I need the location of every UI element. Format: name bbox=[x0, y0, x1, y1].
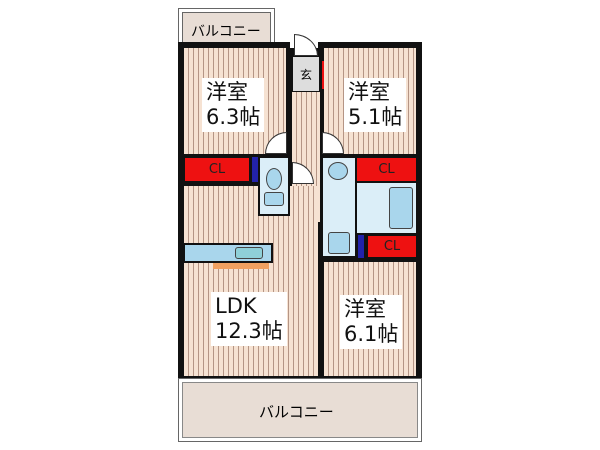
entrance-door[interactable] bbox=[294, 34, 318, 56]
toilet-icon bbox=[266, 168, 282, 190]
storage-strip bbox=[252, 157, 258, 182]
washroom bbox=[321, 156, 357, 258]
kitchen-counter bbox=[183, 243, 273, 263]
balcony-top-label: バルコニー bbox=[191, 24, 261, 40]
balcony-bottom-label: バルコニー bbox=[259, 403, 334, 421]
kitchen-cabinet bbox=[213, 263, 269, 269]
entrance-label: 玄 bbox=[299, 67, 312, 82]
closet-2: CL bbox=[355, 156, 418, 183]
sink-icon bbox=[328, 162, 348, 180]
balcony-top: バルコニー bbox=[178, 8, 275, 44]
kitchen-sink-icon bbox=[235, 247, 263, 259]
closet-1: CL bbox=[183, 156, 251, 183]
washer-icon bbox=[328, 232, 350, 254]
balcony-bottom: バルコニー bbox=[178, 378, 422, 442]
bathroom bbox=[355, 181, 418, 235]
entrance-area: 玄 bbox=[293, 57, 319, 91]
toilet bbox=[258, 156, 290, 216]
closet-3: CL bbox=[366, 234, 418, 259]
room-ldk bbox=[184, 186, 318, 376]
bathtub-icon bbox=[389, 187, 413, 229]
